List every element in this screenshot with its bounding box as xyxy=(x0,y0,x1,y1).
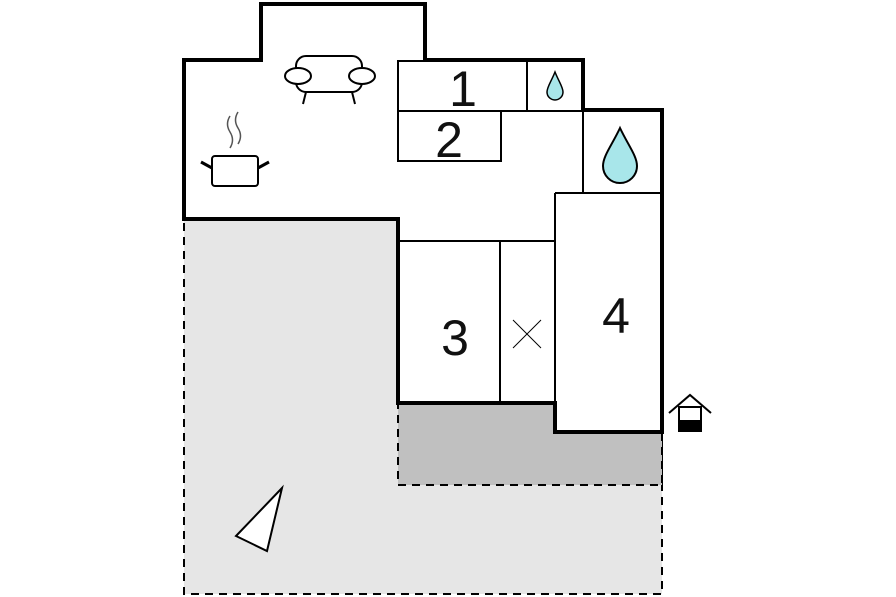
cooking-pot-icon xyxy=(200,111,270,187)
sofa-icon xyxy=(284,55,376,105)
water-drop-icon xyxy=(601,125,639,184)
room-number-2: 2 xyxy=(435,112,463,168)
entrance-house-icon xyxy=(668,393,712,432)
cross-icon xyxy=(512,319,542,349)
room-number-1: 1 xyxy=(449,61,477,117)
room-number-4: 4 xyxy=(602,288,630,344)
water-drop-icon xyxy=(546,69,564,101)
room-number-3: 3 xyxy=(441,310,469,366)
outer-walls xyxy=(182,2,664,434)
compass-arrow-icon xyxy=(234,484,284,553)
